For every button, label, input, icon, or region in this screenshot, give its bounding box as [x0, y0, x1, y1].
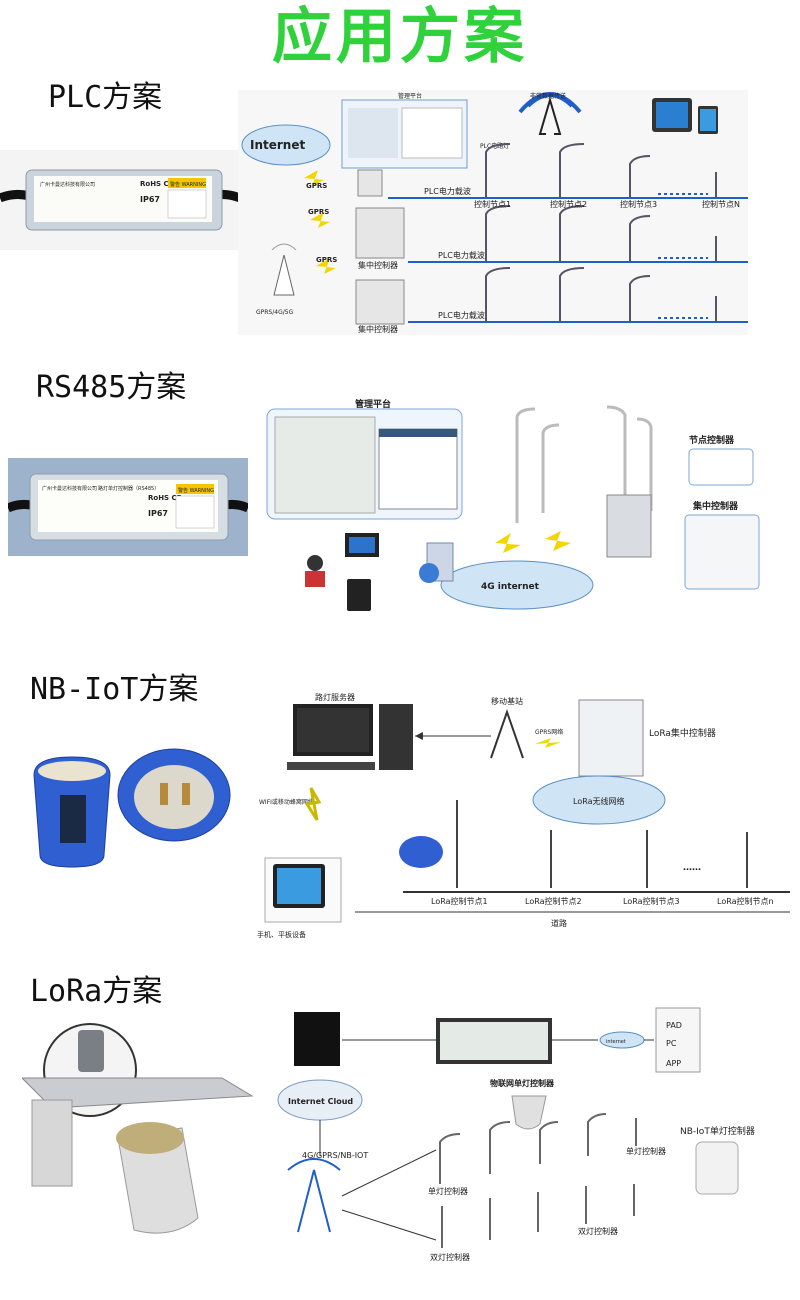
nbiot-base-station-label: 移动基站 [491, 696, 523, 706]
lora-pad-label: PAD [666, 1021, 682, 1030]
nbiot-node-n-label: LoRa控制节点n [717, 896, 774, 906]
nbiot-wifi-label: WIFI或移动蜂窝网络 [259, 798, 314, 806]
nbiot-mobile-devices-label: 手机、平板设备 [257, 930, 306, 939]
plc-device-ip: IP67 [140, 195, 160, 204]
rs485-controller-image: 广州卡曼达科技有限公司 路灯单灯控制器（RS485） RoHS CE IP67 … [8, 458, 248, 556]
page-title: 应用方案 [272, 2, 528, 72]
rs485-network-label: 4G internet [481, 582, 540, 592]
plc-row-3: GPRS 集中控制器 PLC电力载波 [316, 256, 748, 334]
rs485-device-ip: IP67 [148, 509, 168, 518]
rs485-device-brand: 广州卡曼达科技有限公司 [42, 485, 97, 492]
nbiot-dots: …… [683, 863, 701, 873]
plc-controller-image: 广州卡曼达科技有限公司 RoHS CE IP67 警告 WARNING [0, 150, 240, 250]
plc-device-warning: 警告 WARNING [170, 181, 206, 188]
plc-concentrator-label-2: 集中控制器 [358, 260, 398, 270]
rs485-node-controller-label: 节点控制器 [689, 434, 735, 446]
nbiot-section-title: NB-IoT方案 [30, 672, 199, 707]
plc-device-brand: 广州卡曼达科技有限公司 [40, 181, 95, 188]
nbiot-diagram: 路灯服务器 移动基站 GPRS网络 LoRa集中控制器 LoRa无线网络 WIF… [255, 692, 790, 942]
plc-internet-label: Internet [250, 138, 305, 152]
plc-carrier-label-3: PLC电力载波 [438, 310, 485, 320]
lora-double-controller-label-end: 双灯控制器 [578, 1226, 618, 1236]
plc-node-2-label: 控制节点2 [550, 199, 587, 209]
plc-row-1: GPRS PLC电力载波 [304, 169, 748, 199]
plc-carrier-label-2: PLC电力载波 [438, 250, 485, 260]
plc-platform-label: 管理平台 [398, 92, 422, 100]
plc-gateway-caption: GPRS/4G/5G [256, 309, 294, 316]
nbiot-lora-cloud-label: LoRa无线网络 [573, 796, 625, 806]
rs485-device-rohs: RoHS CE [148, 494, 182, 502]
nbiot-controller-image [22, 735, 238, 875]
lora-single-controller-label-end: 单灯控制器 [626, 1146, 666, 1156]
plc-device-rohs: RoHS CE [140, 180, 174, 188]
plc-gprs-label-2: GPRS [308, 208, 329, 216]
lora-cloud-label: Internet Cloud [288, 1097, 353, 1106]
rs485-central-controller-label: 集中控制器 [692, 500, 739, 512]
plc-node-3-label: 控制节点3 [620, 199, 657, 209]
lora-single-controller-label: 单灯控制器 [428, 1186, 468, 1196]
plc-row-2: GPRS 集中控制器 PLC电力载波 [308, 207, 748, 270]
plc-gprs-label-3: GPRS [316, 256, 337, 264]
lora-section-title: LoRa方案 [30, 974, 163, 1009]
rs485-device-product: 路灯单灯控制器（RS485） [98, 485, 159, 492]
plc-node-1-label: 控制节点1 [474, 199, 511, 209]
lora-double-controller-label: 双灯控制器 [430, 1252, 470, 1262]
plc-carrier-label-1: PLC电力载波 [424, 186, 471, 196]
nbiot-node-2-label: LoRa控制节点2 [525, 896, 582, 906]
lora-controller-image [22, 1008, 262, 1258]
plc-node-n-label: 控制节点N [702, 199, 740, 209]
nbiot-lora-concentrator-label: LoRa集中控制器 [649, 727, 716, 739]
lora-diagram: internet PAD PC APP Internet Cloud 4G/GP… [262, 1000, 797, 1270]
rs485-device-warning: 警告 WARNING [178, 487, 214, 494]
nbiot-node-1-label: LoRa控制节点1 [431, 896, 488, 906]
lora-pc-label: PC [666, 1039, 677, 1048]
lora-link-label: 4G/GPRS/NB-IOT [302, 1151, 368, 1160]
lora-app-label: APP [666, 1059, 681, 1068]
rs485-platform-label: 管理平台 [355, 398, 391, 410]
plc-gprs-label-1: GPRS [306, 182, 327, 190]
plc-tower-caption: 非常数据传送 [530, 92, 566, 100]
lora-nbiot-controller-label: NB-IoT单灯控制器 [680, 1125, 755, 1137]
lora-iot-controller-label: 物联网单灯控制器 [490, 1078, 555, 1088]
nbiot-road-label: 道路 [551, 918, 567, 928]
nbiot-server-label: 路灯服务器 [315, 692, 355, 702]
rs485-diagram: 管理平台 节点控制器 集中控制器 4G internet [255, 393, 775, 625]
nbiot-gprs-label: GPRS网络 [535, 728, 563, 736]
nbiot-node-3-label: LoRa控制节点3 [623, 896, 680, 906]
lora-internet-label: internet [606, 1039, 626, 1045]
plc-concentrator-label-3: 集中控制器 [358, 324, 398, 334]
plc-section-title: PLC方案 [48, 80, 163, 115]
rs485-section-title: RS485方案 [36, 370, 187, 405]
plc-diagram: Internet 管理平台 非常数据传送 PLC电路灯 GPRS/4G/5G G… [238, 90, 748, 335]
